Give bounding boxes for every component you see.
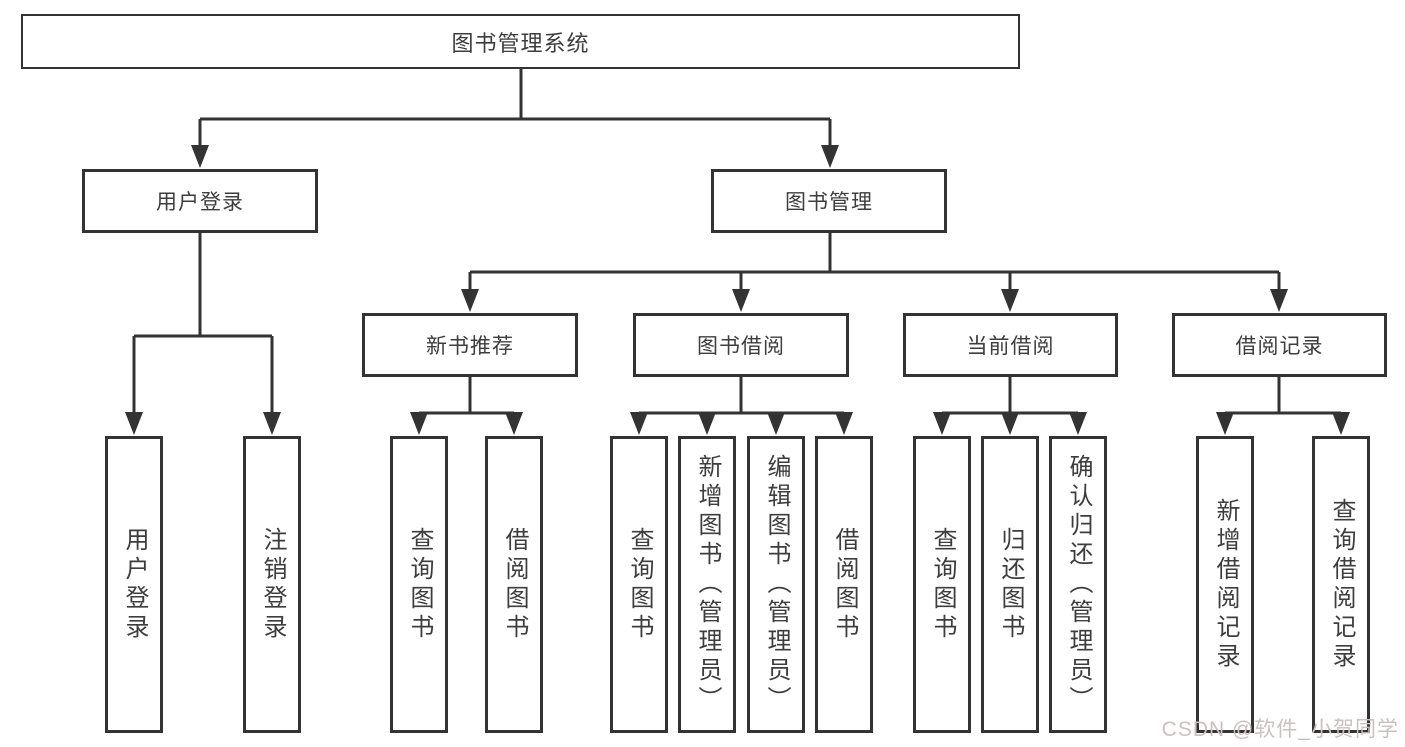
node-label: 借阅图书 — [501, 526, 528, 643]
leaf-query-books-recommend: 查询图书 — [390, 436, 448, 733]
leaf-borrow-books-recommend: 借阅图书 — [485, 436, 543, 733]
leaf-borrow-books: 借阅图书 — [815, 436, 873, 733]
leaf-confirm-return-admin: 确认归还（管理员） — [1049, 436, 1107, 733]
leaf-logout: 注销登录 — [243, 436, 301, 733]
node-label: 编辑图书（管理员） — [763, 454, 790, 715]
leaf-query-borrow-record: 查询借阅记录 — [1312, 436, 1370, 733]
node-label: 图书管理 — [785, 191, 873, 214]
node-book-management: 图书管理 — [711, 169, 947, 233]
node-label: 图书管理系统 — [451, 30, 590, 56]
node-label: 确认归还（管理员） — [1065, 454, 1092, 715]
node-label: 借阅记录 — [1235, 335, 1324, 358]
leaf-user-login: 用户登录 — [105, 436, 163, 733]
node-new-book-recommend: 新书推荐 — [362, 313, 578, 377]
node-label: 图书借阅 — [697, 335, 785, 358]
node-label: 查询图书 — [626, 526, 653, 643]
node-label: 新书推荐 — [426, 335, 514, 358]
node-label: 归还图书 — [997, 526, 1024, 643]
node-user-login: 用户登录 — [82, 169, 318, 233]
arrowhead-icons — [125, 145, 1350, 435]
node-label: 新增图书（管理员） — [694, 454, 721, 715]
node-label: 查询图书 — [929, 526, 956, 643]
node-label: 新增借阅记录 — [1212, 497, 1239, 672]
leaf-query-books-borrowing: 查询图书 — [610, 436, 668, 733]
node-current-borrowing: 当前借阅 — [903, 313, 1118, 377]
leaf-edit-book-admin: 编辑图书（管理员） — [747, 436, 805, 733]
leaf-add-borrow-record: 新增借阅记录 — [1196, 436, 1254, 733]
leaf-return-book: 归还图书 — [981, 436, 1039, 733]
leaf-query-books-current: 查询图书 — [913, 436, 971, 733]
node-label: 借阅图书 — [831, 526, 858, 643]
node-label: 用户登录 — [156, 191, 244, 214]
node-library-management-system: 图书管理系统 — [21, 14, 1020, 69]
node-label: 用户登录 — [121, 526, 148, 643]
node-label: 查询借阅记录 — [1328, 497, 1355, 672]
node-book-borrowing: 图书借阅 — [633, 313, 849, 377]
node-label: 当前借阅 — [966, 335, 1055, 358]
node-label: 查询图书 — [406, 526, 433, 643]
leaf-add-book-admin: 新增图书（管理员） — [678, 436, 736, 733]
node-borrowing-records: 借阅记录 — [1172, 313, 1387, 377]
node-label: 注销登录 — [259, 526, 286, 643]
